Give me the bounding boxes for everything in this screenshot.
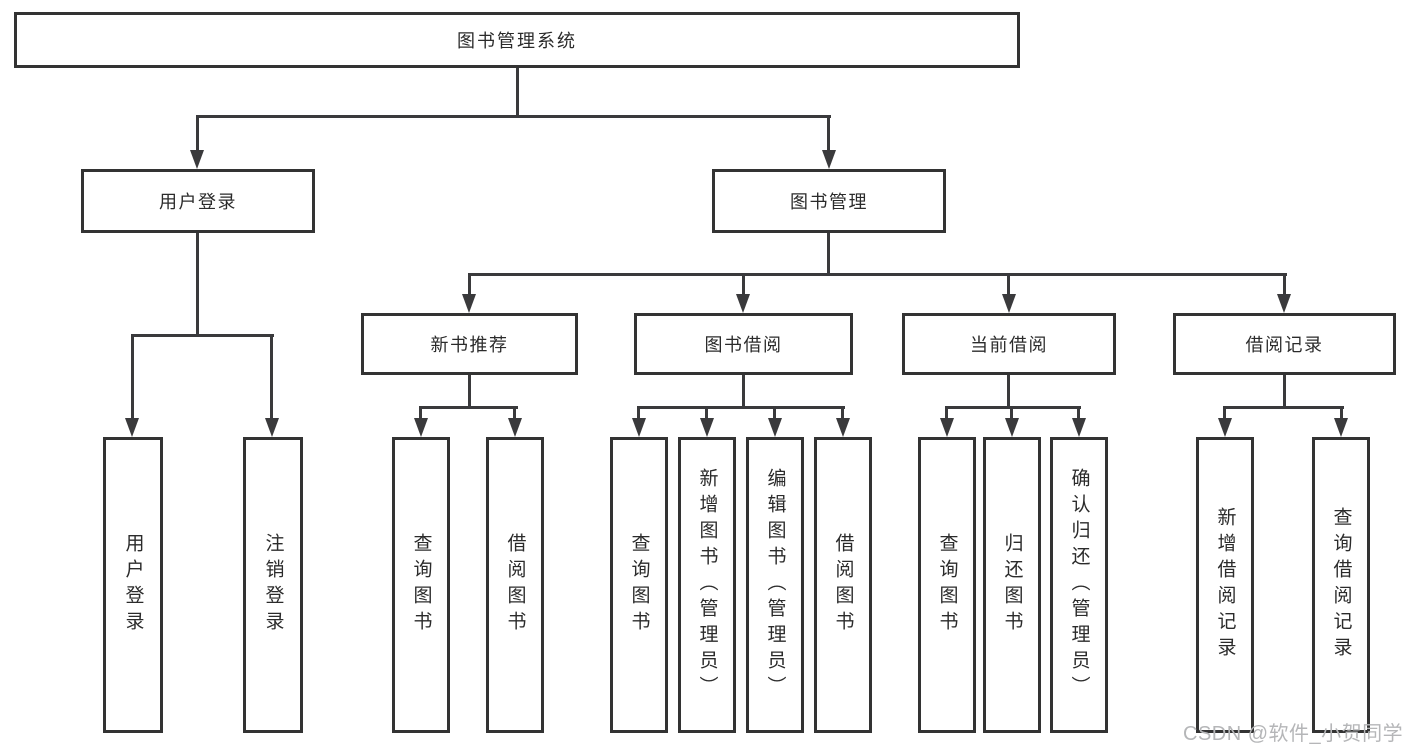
arrow-down-icon bbox=[700, 418, 714, 437]
leaf-label: 借阅图书 bbox=[832, 533, 854, 637]
node-label: 借阅记录 bbox=[1245, 335, 1324, 355]
connector-line bbox=[1077, 406, 1080, 421]
connector-line bbox=[827, 233, 830, 276]
connector-line bbox=[196, 233, 199, 337]
connector-line bbox=[131, 334, 134, 420]
connector-line bbox=[468, 375, 471, 409]
leaf-label: 新增图书（管理员） bbox=[696, 468, 718, 702]
arrow-down-icon bbox=[414, 418, 428, 437]
leaf-label: 查询借阅记录 bbox=[1330, 507, 1352, 663]
arrow-down-icon bbox=[822, 150, 836, 169]
leaf-label: 归还图书 bbox=[1001, 533, 1023, 637]
arrow-down-icon bbox=[190, 150, 204, 169]
leaf-label: 新增借阅记录 bbox=[1214, 507, 1236, 663]
connector-line bbox=[773, 406, 776, 421]
connector-line bbox=[742, 273, 745, 297]
connector-line bbox=[1007, 375, 1010, 409]
connector-line bbox=[468, 273, 471, 297]
connector-line bbox=[196, 115, 831, 118]
arrow-down-icon bbox=[836, 418, 850, 437]
watermark: CSDN @软件_小贺同学 bbox=[1183, 723, 1404, 745]
leaf-label: 借阅图书 bbox=[504, 533, 526, 637]
connector-line bbox=[945, 406, 948, 421]
arrow-down-icon bbox=[1218, 418, 1232, 437]
connector-line bbox=[1223, 406, 1226, 421]
node-current-borrowing: 当前借阅 bbox=[902, 313, 1116, 375]
node-label: 图书借阅 bbox=[704, 335, 783, 355]
leaf-label: 查询图书 bbox=[410, 533, 432, 637]
leaf-query-borrow-record: 查询借阅记录 bbox=[1312, 437, 1370, 733]
leaf-confirm-return-admin: 确认归还（管理员） bbox=[1050, 437, 1108, 733]
leaf-label: 编辑图书（管理员） bbox=[764, 468, 786, 702]
arrow-down-icon bbox=[1002, 294, 1016, 313]
connector-line bbox=[945, 406, 1081, 409]
arrow-down-icon bbox=[125, 418, 139, 437]
leaf-label: 注销登录 bbox=[262, 533, 284, 637]
leaf-return-books: 归还图书 bbox=[983, 437, 1041, 733]
connector-line bbox=[705, 406, 708, 421]
node-book-borrowing: 图书借阅 bbox=[634, 313, 853, 375]
connector-line bbox=[1223, 406, 1344, 409]
leaf-query-books-recommend: 查询图书 bbox=[392, 437, 450, 733]
arrow-down-icon bbox=[265, 418, 279, 437]
connector-line bbox=[419, 406, 422, 421]
connector-line bbox=[270, 334, 273, 420]
connector-line bbox=[637, 406, 845, 409]
arrow-down-icon bbox=[1005, 418, 1019, 437]
leaf-borrow-books-recommend: 借阅图书 bbox=[486, 437, 544, 733]
connector-line bbox=[1340, 406, 1343, 421]
arrow-down-icon bbox=[1277, 294, 1291, 313]
leaf-add-books-admin: 新增图书（管理员） bbox=[678, 437, 736, 733]
arrow-down-icon bbox=[462, 294, 476, 313]
connector-line bbox=[637, 406, 640, 421]
node-label: 图书管理 bbox=[790, 192, 868, 212]
leaf-add-borrow-record: 新增借阅记录 bbox=[1196, 437, 1254, 733]
node-new-book-recommendation: 新书推荐 bbox=[361, 313, 578, 375]
leaf-label: 确认归还（管理员） bbox=[1068, 468, 1090, 702]
leaf-label: 查询图书 bbox=[936, 533, 958, 637]
arrow-down-icon bbox=[940, 418, 954, 437]
leaf-query-books-current: 查询图书 bbox=[918, 437, 976, 733]
connector-line bbox=[513, 406, 516, 421]
connector-line bbox=[1283, 273, 1286, 297]
leaf-borrow-books: 借阅图书 bbox=[814, 437, 872, 733]
node-library-management-system: 图书管理系统 bbox=[14, 12, 1020, 68]
node-label: 用户登录 bbox=[159, 192, 237, 212]
leaf-label: 查询图书 bbox=[628, 533, 650, 637]
arrow-down-icon bbox=[1072, 418, 1086, 437]
arrow-down-icon bbox=[736, 294, 750, 313]
arrow-down-icon bbox=[632, 418, 646, 437]
leaf-edit-books-admin: 编辑图书（管理员） bbox=[746, 437, 804, 733]
connector-line bbox=[827, 115, 830, 153]
node-label: 新书推荐 bbox=[430, 335, 509, 355]
node-book-management: 图书管理 bbox=[712, 169, 946, 233]
connector-line bbox=[516, 68, 519, 118]
connector-line bbox=[419, 406, 518, 409]
connector-line bbox=[196, 115, 199, 153]
connector-line bbox=[131, 334, 274, 337]
leaf-user-login: 用户登录 bbox=[103, 437, 163, 733]
leaf-label: 用户登录 bbox=[122, 533, 144, 637]
arrow-down-icon bbox=[1334, 418, 1348, 437]
connector-line bbox=[1283, 375, 1286, 409]
leaf-logout: 注销登录 bbox=[243, 437, 303, 733]
connector-line bbox=[1007, 273, 1010, 297]
leaf-query-books-borrow: 查询图书 bbox=[610, 437, 668, 733]
node-borrowing-records: 借阅记录 bbox=[1173, 313, 1396, 375]
node-label: 当前借阅 bbox=[970, 335, 1048, 355]
connector-line bbox=[841, 406, 844, 421]
connector-line bbox=[1010, 406, 1013, 421]
connector-line bbox=[468, 273, 1287, 276]
arrow-down-icon bbox=[508, 418, 522, 437]
connector-line bbox=[742, 375, 745, 409]
node-label: 图书管理系统 bbox=[457, 31, 577, 51]
arrow-down-icon bbox=[768, 418, 782, 437]
node-user-login: 用户登录 bbox=[81, 169, 315, 233]
